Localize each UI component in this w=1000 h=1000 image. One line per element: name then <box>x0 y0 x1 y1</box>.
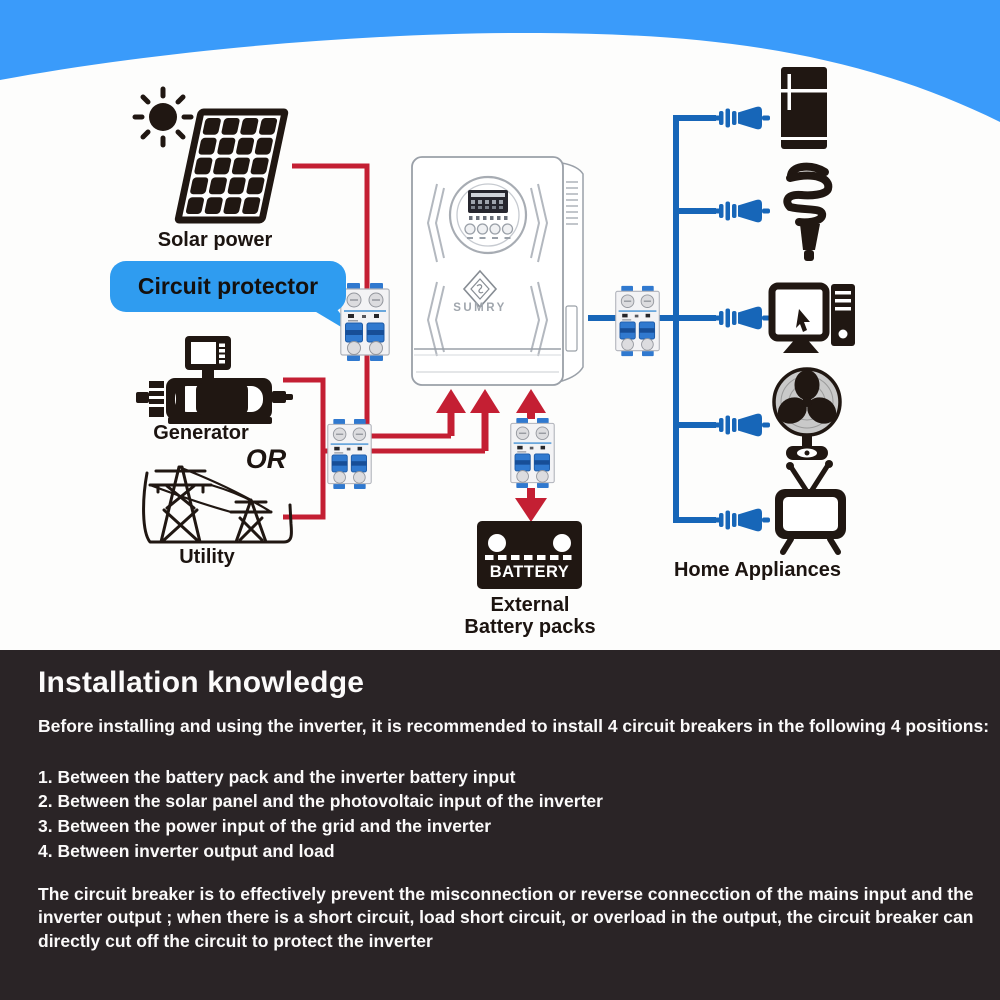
inverter-logo <box>462 269 498 309</box>
circuit-breaker-solar <box>340 283 390 361</box>
home-appliances-label: Home Appliances <box>673 559 842 581</box>
tv-icon <box>775 460 846 555</box>
grid-wire <box>283 377 500 520</box>
generator-icon <box>136 336 293 424</box>
inverter-icon <box>411 156 584 386</box>
footer-list-item-1: 1. Between the battery pack and the inve… <box>38 766 516 787</box>
fan-icon <box>772 367 842 460</box>
fridge-icon <box>781 67 827 149</box>
header-wave <box>0 0 1000 122</box>
footer-outro: The circuit breaker is to effectively pr… <box>38 883 974 952</box>
inverter-chevrons <box>426 183 549 357</box>
battery-label: BATTERY <box>489 563 570 581</box>
plug-icon-computer <box>712 306 770 330</box>
circuit-protector-bubble: Circuit protector <box>110 261 346 312</box>
circuit-breaker-grid <box>327 419 372 489</box>
footer-title: Installation knowledge <box>38 666 365 699</box>
computer-icon <box>768 282 855 353</box>
footer-intro: Before installing and using the inverter… <box>38 716 990 736</box>
plug-icon-tv <box>712 508 770 532</box>
utility-towers-icon <box>142 465 293 544</box>
solar-panel-icon <box>174 108 289 224</box>
wiring-diagram <box>0 0 1000 589</box>
plug-icon-fan <box>712 413 770 437</box>
footer-list: 1. Between the battery pack and the inve… <box>38 765 970 864</box>
solar-power-label: Solar power <box>157 229 273 251</box>
external-battery-label-line1: External <box>490 594 570 616</box>
footer-list-item-2: 2. Between the solar panel and the photo… <box>38 791 603 812</box>
installation-knowledge-section: Installation knowledge Before installing… <box>0 650 1000 1000</box>
utility-label: Utility <box>179 546 235 568</box>
circuit-breaker-output <box>615 285 660 357</box>
footer-list-item-4: 4. Between inverter output and load <box>38 840 335 861</box>
plug-icon-bulb <box>712 199 770 223</box>
circuit-breaker-battery <box>510 418 555 488</box>
sun-icon <box>132 86 194 148</box>
plug-icon-fridge <box>712 106 770 130</box>
inverter-buttons <box>464 223 514 235</box>
or-label: OR <box>245 444 287 474</box>
cfl-bulb-icon <box>783 162 833 261</box>
generator-label: Generator <box>153 422 249 444</box>
inverter-brand-label: SUMRY <box>453 302 507 314</box>
footer-list-item-3: 3. Between the power input of the grid a… <box>38 816 492 837</box>
battery-wire <box>515 389 547 522</box>
battery-icon <box>477 521 582 589</box>
output-wire <box>588 106 770 532</box>
external-battery-label-line2: Battery packs <box>464 616 596 638</box>
